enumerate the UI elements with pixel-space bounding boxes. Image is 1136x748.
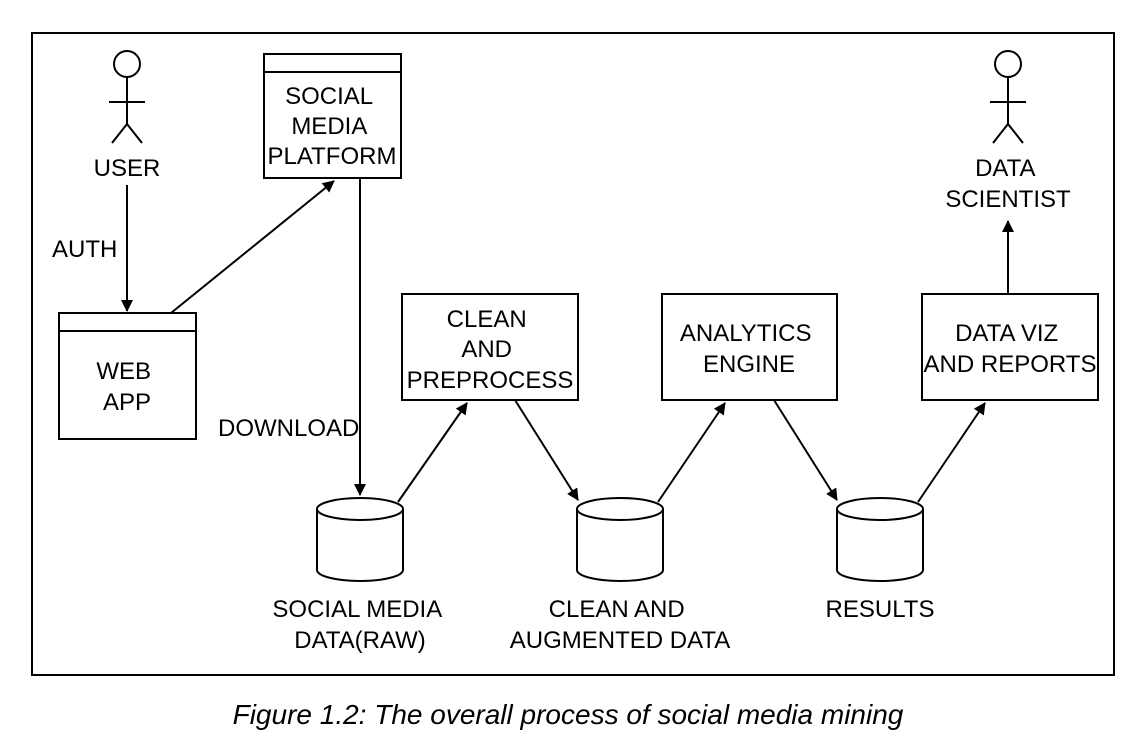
data-viz-reports-label-line-2: AND REPORTS [924,351,1097,378]
clean-augmented-database-icon [576,497,664,582]
social-media-platform-label: SOCIAL MEDIA PLATFORM [268,83,397,170]
clean-augmented-label-line-2: AUGMENTED DATA [510,627,730,654]
raw-data-label: SOCIAL MEDIA DATA(RAW) [272,596,447,654]
clean-preprocess-label: CLEAN AND PREPROCESS [407,306,574,394]
data-scientist-actor-icon [990,50,1026,144]
web-app-label-line-1: WEB [96,358,151,385]
social-media-platform-label-line-2: MEDIA [291,113,367,140]
results-database-icon [836,497,924,582]
clean-to-augmented-arrow [514,399,579,501]
social-media-platform-label-line-1: SOCIAL [285,83,373,110]
clean-augmented-label: CLEAN AND AUGMENTED DATA [510,596,730,654]
results-label: RESULTS [826,596,935,623]
data-viz-reports-label-line-1: DATA VIZ [955,320,1058,347]
web-app-box [58,312,197,440]
web-app-label-line-2: APP [103,389,151,416]
data-scientist-label: DATA SCIENTIST [945,155,1071,213]
clean-preprocess-label-line-2: AND [461,336,512,363]
data-viz-reports-box [921,293,1099,401]
data-scientist-label-line-1: DATA [975,155,1035,182]
analytics-engine-label-line-1: ANALYTICS [680,320,812,347]
clean-augmented-label-line-1: CLEAN AND [549,596,685,623]
results-to-dataviz-arrow [917,402,986,503]
web-app-to-platform-arrow [170,180,335,314]
analytics-engine-box [661,293,838,401]
data-viz-reports-label: DATA VIZ AND REPORTS [924,320,1097,378]
analytics-engine-label-line-2: ENGINE [703,351,795,378]
analytics-to-results-arrow [773,399,838,501]
auth-edge-label: AUTH [52,236,117,263]
social-media-platform-label-line-3: PLATFORM [268,143,397,170]
social-media-platform-box [263,53,402,179]
clean-preprocess-label-line-1: CLEAN [447,306,527,333]
diagram-frame [31,32,1115,676]
clean-preprocess-label-line-3: PREPROCESS [407,367,574,394]
user-label: USER [94,155,161,182]
augmented-to-analytics-arrow [657,402,726,503]
raw-to-clean-arrow [397,402,468,503]
raw-data-label-line-2: DATA(RAW) [294,627,426,654]
user-actor-icon [109,50,145,144]
raw-data-label-line-1: SOCIAL MEDIA [272,596,442,623]
web-app-label: WEB APP [96,358,157,416]
download-edge-label: DOWNLOAD [218,415,359,442]
clean-preprocess-box [401,293,579,401]
analytics-engine-label: ANALYTICS ENGINE [680,320,818,378]
data-scientist-label-line-2: SCIENTIST [945,186,1071,213]
raw-data-database-icon [316,497,404,582]
figure-caption: Figure 1.2: The overall process of socia… [233,699,904,730]
